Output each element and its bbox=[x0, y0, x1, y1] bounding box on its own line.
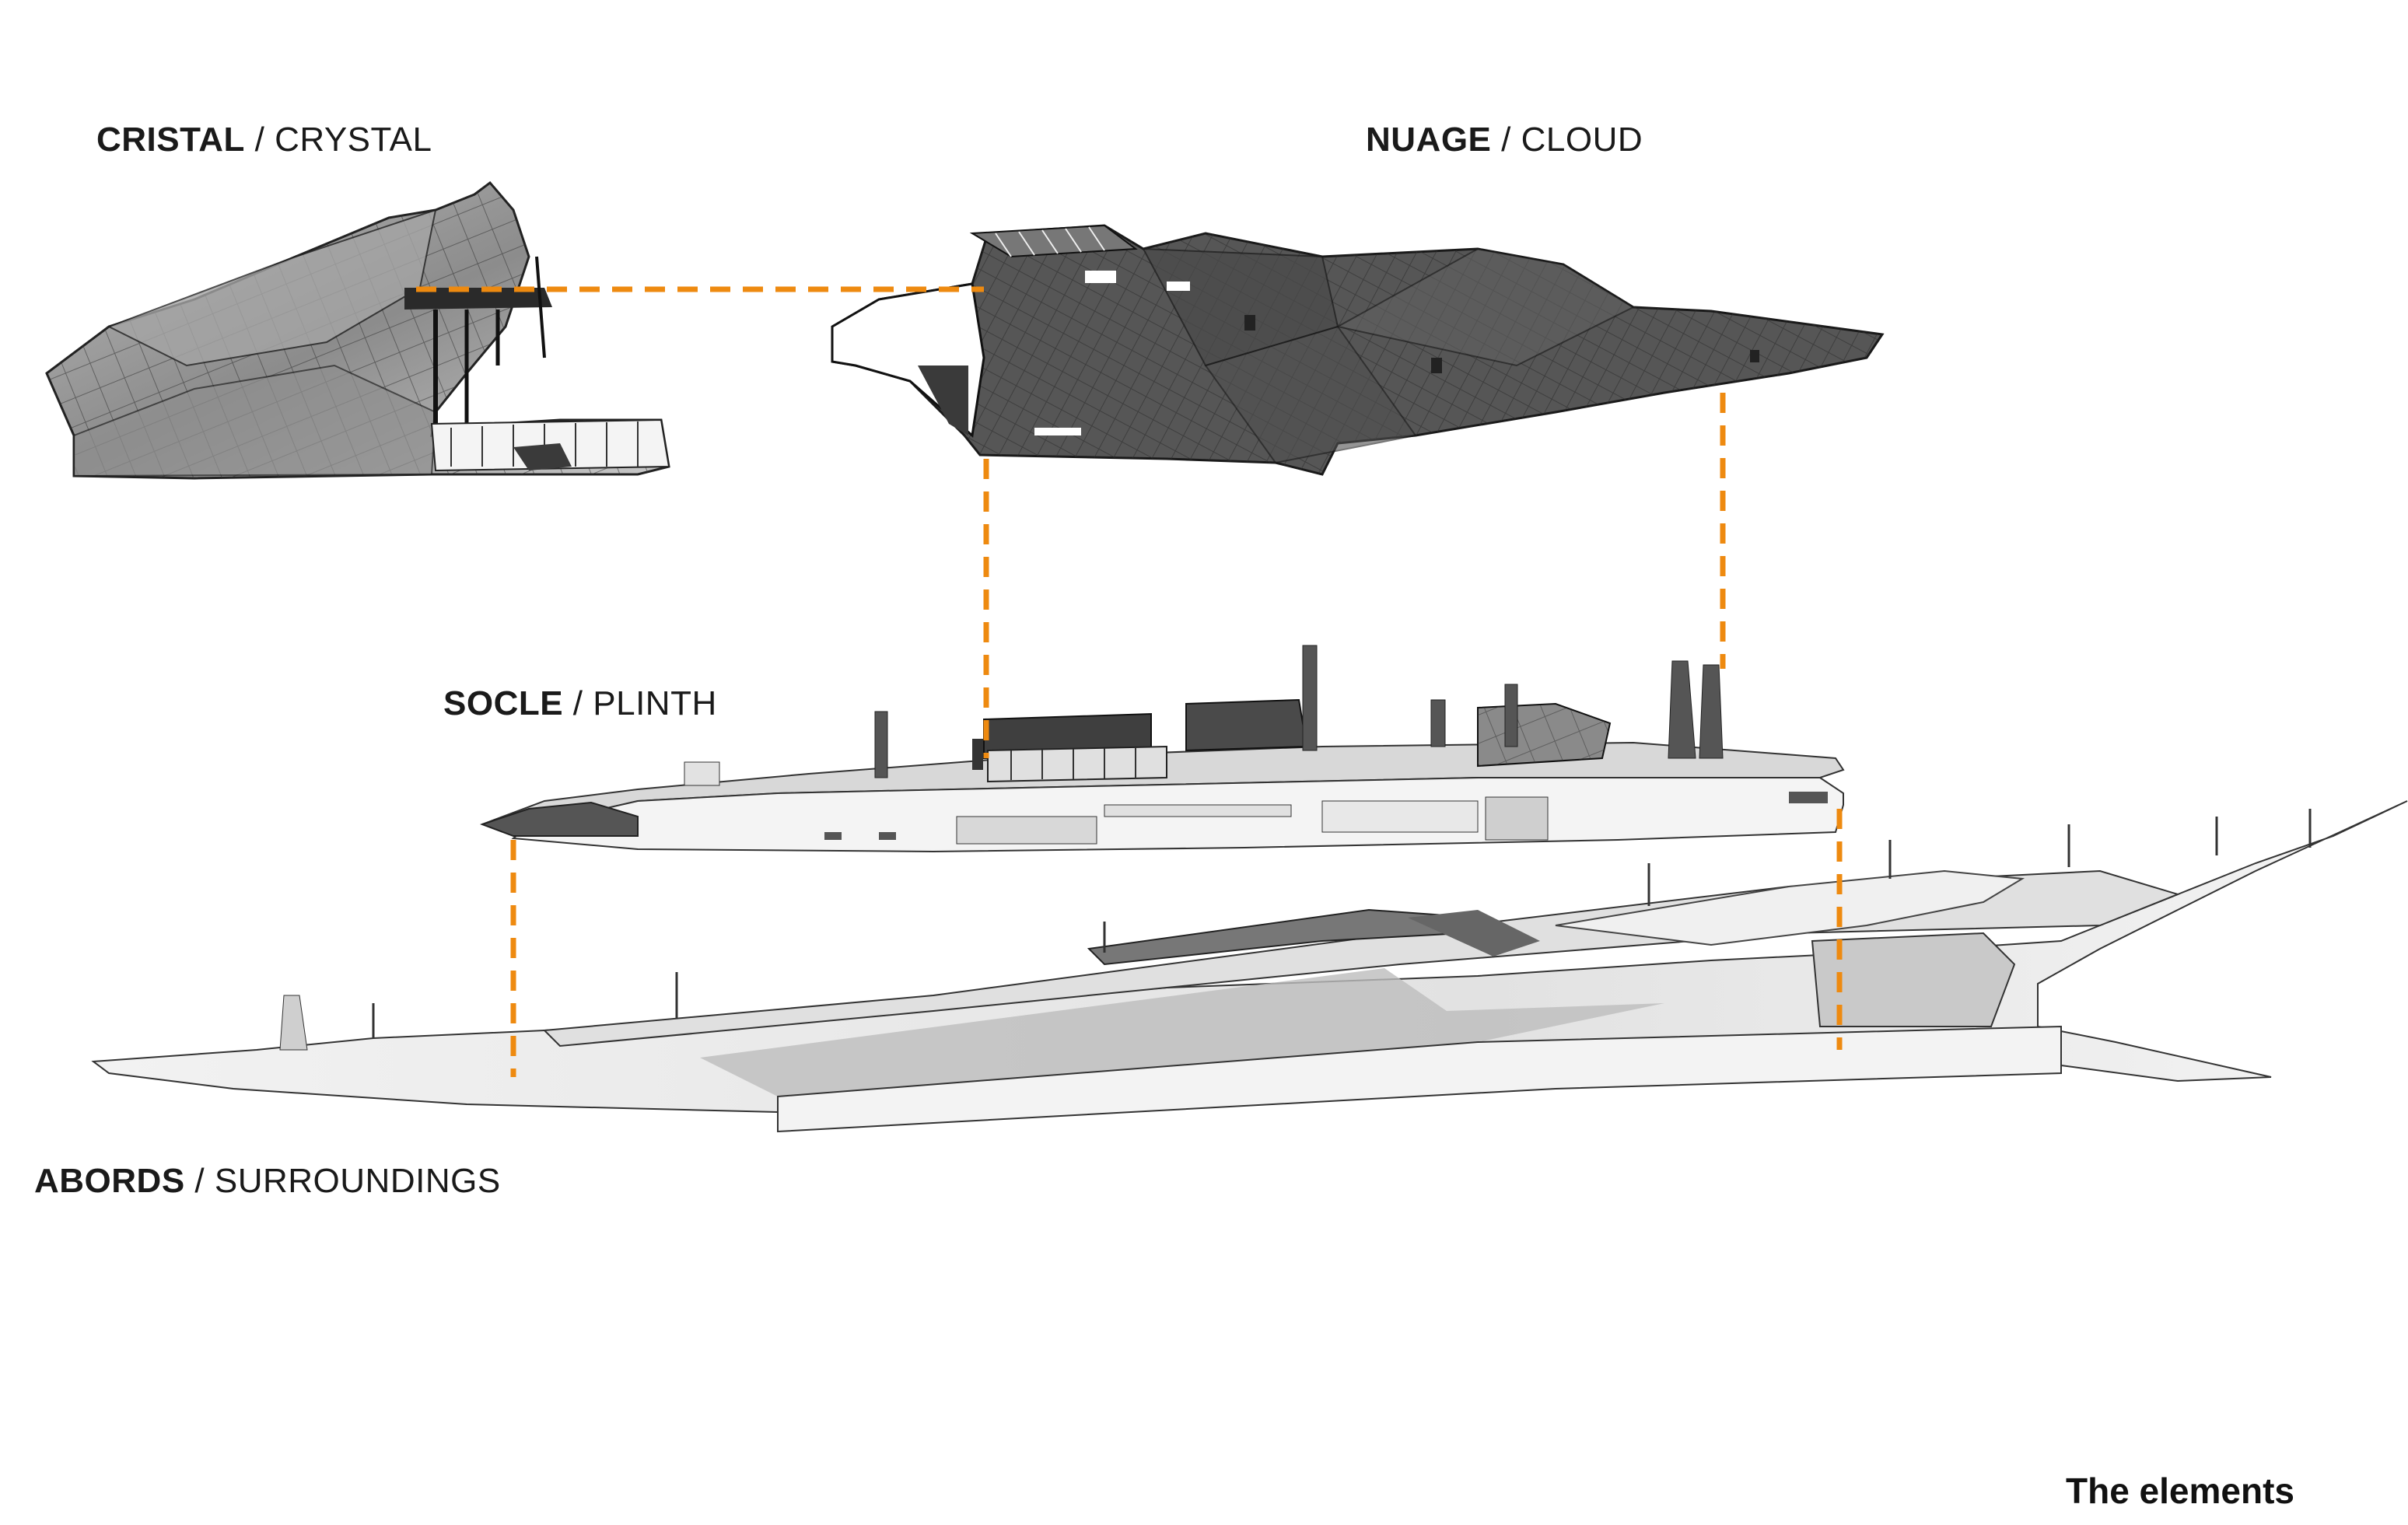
label-surroundings: ABORDS / SURROUNDINGS bbox=[34, 1162, 501, 1201]
crystal-stairs bbox=[513, 443, 572, 470]
connectors bbox=[416, 286, 1843, 1077]
label-surroundings-sep: / bbox=[184, 1162, 215, 1200]
crystal-element bbox=[45, 180, 670, 480]
plinth-chimney-2 bbox=[1302, 645, 1318, 751]
label-crystal-en: CRYSTAL bbox=[275, 121, 432, 159]
label-plinth-fr: SOCLE bbox=[443, 684, 564, 722]
plinth-stack-1 bbox=[1668, 660, 1696, 759]
plinth-chimney-4 bbox=[1504, 684, 1518, 747]
cloud-roof-deck bbox=[969, 224, 1138, 258]
cloud-facet-3 bbox=[1204, 325, 1417, 464]
label-cloud-en: CLOUD bbox=[1521, 121, 1643, 159]
cloud-front-inset bbox=[918, 366, 968, 435]
ground-tower bbox=[279, 995, 308, 1051]
ground-lower-slab bbox=[777, 1025, 2062, 1133]
label-cloud-sep: / bbox=[1491, 121, 1521, 159]
label-plinth-en: PLINTH bbox=[593, 684, 717, 722]
label-plinth: SOCLE / PLINTH bbox=[443, 684, 717, 723]
label-surroundings-fr: ABORDS bbox=[34, 1162, 185, 1200]
label-crystal-sep: / bbox=[244, 121, 275, 159]
plinth-stack-2 bbox=[1699, 664, 1724, 759]
label-surroundings-en: SURROUNDINGS bbox=[214, 1162, 501, 1200]
plinth-ramp bbox=[480, 801, 639, 837]
ground-shadow-plane bbox=[700, 968, 1664, 1097]
label-cloud: NUAGE / CLOUD bbox=[1366, 121, 1643, 159]
label-plinth-sep: / bbox=[563, 684, 593, 722]
plinth-glass-pavilion bbox=[987, 745, 1167, 783]
ground-building bbox=[1811, 932, 2016, 1027]
label-cloud-fr: NUAGE bbox=[1366, 121, 1492, 159]
label-crystal-fr: CRISTAL bbox=[96, 121, 245, 159]
cloud-element bbox=[831, 224, 1885, 476]
plinth-dark-volume-2 bbox=[1185, 698, 1308, 752]
ground-plaza bbox=[1555, 869, 2025, 946]
ground-ramp bbox=[1408, 910, 1540, 957]
plinth-chimney-3 bbox=[1430, 699, 1446, 747]
label-crystal: CRISTAL / CRYSTAL bbox=[96, 121, 432, 159]
plinth-chimney-1 bbox=[874, 711, 888, 778]
plinth-element bbox=[480, 645, 1845, 853]
cloud-facet-2 bbox=[1335, 247, 1636, 367]
crystal-balcony bbox=[404, 288, 552, 310]
surroundings-element bbox=[91, 800, 2408, 1133]
diagram-caption: The elements bbox=[2066, 1471, 2294, 1511]
